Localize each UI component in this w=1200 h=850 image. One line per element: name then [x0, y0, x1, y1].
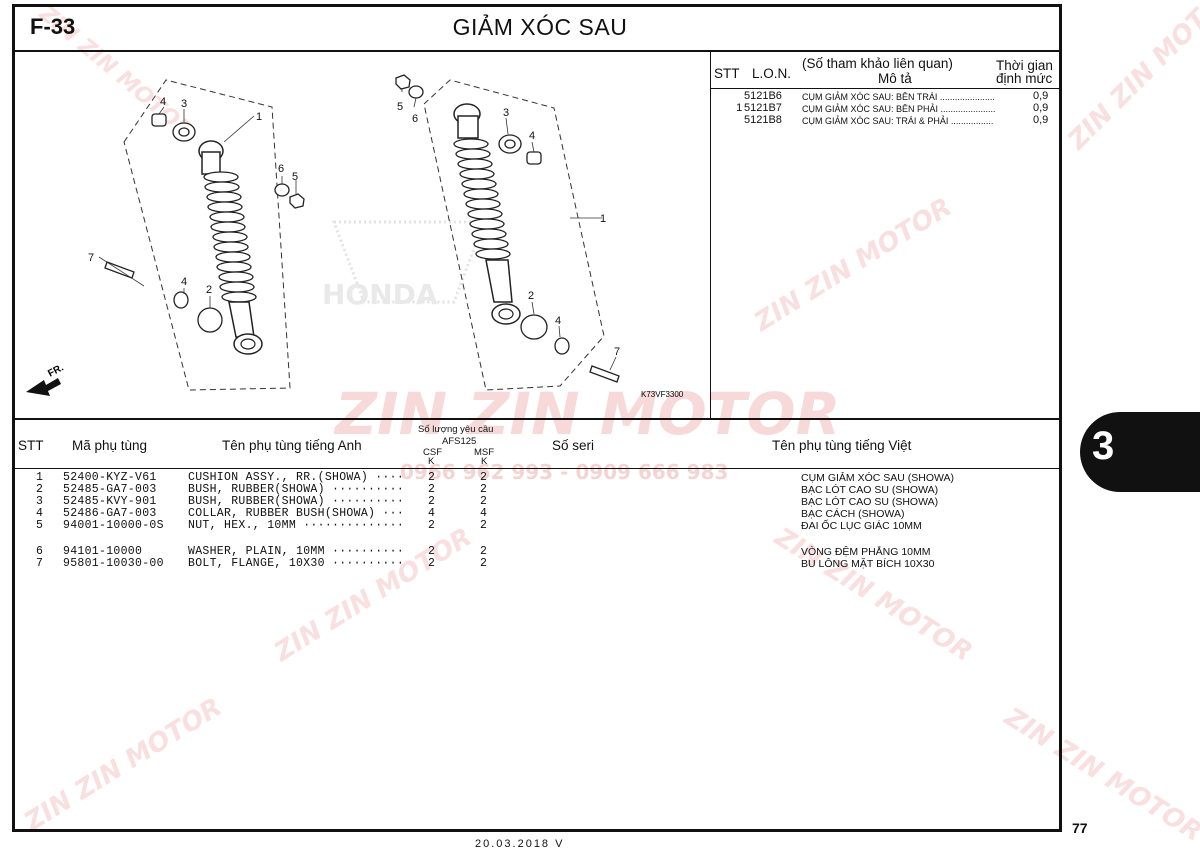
collar-part	[173, 291, 189, 309]
table-row: 7	[36, 557, 44, 570]
table-row: 6	[36, 545, 44, 558]
callout-4: 4	[181, 276, 187, 288]
parts-header-divider	[12, 468, 1062, 469]
lon-row: 1	[736, 102, 743, 114]
callout-4: 4	[529, 130, 535, 142]
bush-part	[197, 307, 223, 333]
lon-row: 5121B6	[744, 90, 782, 102]
left-assembly-outline	[123, 79, 291, 391]
lon-divider	[710, 50, 711, 420]
lon-header-time1: Thời gian	[996, 58, 1053, 73]
washer-part	[274, 183, 290, 197]
parts-header-col1b: K	[428, 456, 435, 467]
collar-part	[554, 337, 570, 355]
diagram-ref: K73VF3300	[641, 390, 684, 399]
svg-text:HONDA: HONDA	[322, 278, 438, 311]
parts-header-stt: STT	[18, 438, 44, 453]
parts-header-col1: CSF	[423, 447, 442, 458]
footer-date: 20.03.2018 V	[475, 838, 565, 850]
callout-5: 5	[397, 101, 403, 113]
lon-header-ref: (Số tham khảo liên quan)	[802, 56, 953, 71]
callout-2: 2	[206, 284, 212, 296]
section-number: 3	[1092, 424, 1115, 468]
bush-part	[520, 314, 548, 340]
collar-part	[526, 151, 542, 165]
page-code: F-33	[30, 14, 76, 39]
lon-row-time: 0,9	[1033, 114, 1049, 126]
callout-1: 1	[600, 213, 606, 225]
table-row: 4	[36, 507, 44, 520]
honda-logo-icon: HONDA	[322, 220, 487, 311]
watermark-brand: ZIN ZIN MOTOR	[335, 380, 841, 448]
lon-header-time2: định mức	[996, 71, 1053, 86]
callout-2: 2	[528, 290, 534, 302]
callout-4: 4	[160, 96, 166, 108]
watermark-diag-6: ZIN ZIN MOTOR	[1062, 0, 1200, 156]
lon-row-desc: CỤM GIẢM XÓC SAU: BÊN PHẢI .............…	[802, 104, 996, 114]
lon-row-time: 0,9	[1033, 102, 1049, 114]
callout-3: 3	[503, 107, 509, 119]
bolt-part	[589, 365, 620, 383]
page-title: GIẢM XÓC SAU	[452, 14, 628, 40]
title-divider	[12, 50, 1062, 52]
table-row: 3	[36, 495, 44, 508]
table-row: 1	[36, 471, 44, 484]
callout-6: 6	[412, 113, 418, 125]
lon-header-lon: L.O.N.	[752, 66, 792, 81]
lon-row-desc: CỤM GIẢM XÓC SAU: TRÁI & PHẢI ..........…	[802, 116, 994, 126]
callout-3: 3	[181, 98, 187, 110]
diagram-divider	[12, 418, 1062, 420]
parts-header-name-en: Tên phụ tùng tiếng Anh	[222, 438, 362, 453]
parts-header-partno: Mã phụ tùng	[72, 438, 148, 453]
lon-header-stt: STT	[714, 66, 740, 81]
fr-label: FR.	[46, 362, 66, 379]
parts-header-model: AFS125	[442, 436, 477, 447]
lon-row: 5121B7	[744, 102, 782, 114]
callout-7: 7	[88, 252, 94, 264]
section-badge: 3	[1080, 412, 1200, 492]
watermark-phones: 0966 962 993 - 0909 666 983	[400, 460, 729, 484]
lon-row-desc: CỤM GIẢM XÓC SAU: BÊN TRÁI .............…	[802, 92, 995, 102]
table-row: 2	[36, 483, 44, 496]
lon-header-line	[710, 88, 1060, 89]
callout-5: 5	[292, 171, 298, 183]
parts-header-name-vi: Tên phụ tùng tiếng Việt	[772, 438, 912, 453]
page-number: 77	[1072, 820, 1088, 836]
lon-row-time: 0,9	[1033, 90, 1049, 102]
callout-6: 6	[278, 163, 284, 175]
left-shock-absorber	[198, 140, 263, 355]
parts-header-col2: MSF	[474, 447, 495, 458]
lon-row: 5121B8	[744, 114, 782, 126]
callout-1: 1	[256, 111, 262, 123]
watermark-center: ZIN ZIN MOTOR	[335, 380, 840, 448]
callout-4: 4	[555, 315, 561, 327]
table-row: 5	[36, 519, 44, 532]
parts-header-col2b: K	[481, 456, 488, 467]
lon-header-desc: Mô tả	[878, 71, 912, 86]
parts-header-serial: Số seri	[552, 438, 595, 453]
collar-part	[151, 113, 167, 127]
right-shock-absorber	[453, 103, 521, 325]
nut-part	[395, 74, 411, 90]
front-direction-arrow-icon	[26, 378, 61, 396]
parts-header-qty: Số lượng yêu cầu	[418, 424, 494, 435]
washer-part	[408, 85, 424, 99]
exploded-parts-diagram: HONDA 4	[26, 74, 684, 399]
right-assembly-outline	[423, 79, 605, 391]
nut-part	[289, 193, 305, 209]
callout-7: 7	[614, 346, 620, 358]
